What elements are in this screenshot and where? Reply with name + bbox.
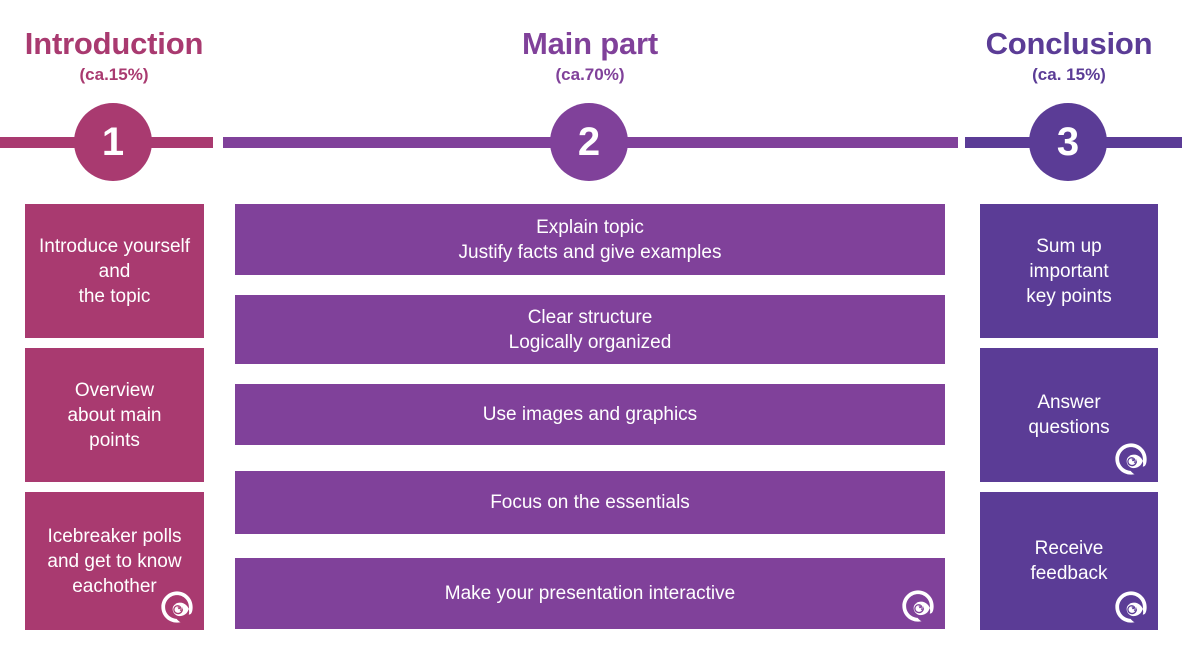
main-card-text: Clear structure Logically organized xyxy=(508,306,672,353)
step-circle-2: 2 xyxy=(550,103,628,181)
main-card-text: Focus on the essentials xyxy=(490,492,690,513)
conclusion-card: Answer questions xyxy=(980,348,1158,482)
intro-card-text: Overview about main points xyxy=(67,379,162,451)
spiral-logo-icon xyxy=(901,589,935,623)
conclusion-card-text: Receive feedback xyxy=(1030,538,1108,584)
column-title-conclusion: Conclusion xyxy=(985,26,1153,61)
step-number-3: 3 xyxy=(1056,120,1080,164)
main-card-text: Make your presentation interactive xyxy=(444,583,736,604)
step-circle-3: 3 xyxy=(1029,103,1107,181)
step-circle-1: 1 xyxy=(74,103,152,181)
main-card-text: Explain topic Justify facts and give exa… xyxy=(458,216,722,263)
conclusion-card-text: Sum up important key points xyxy=(1026,235,1112,307)
conclusion-card: Receive feedback xyxy=(980,492,1158,630)
column-title-introduction: Introduction xyxy=(24,26,204,61)
column-subtitle-introduction: (ca.15%) xyxy=(79,65,149,84)
main-card-text: Use images and graphics xyxy=(482,404,698,425)
conclusion-card-text: Answer questions xyxy=(1028,392,1110,438)
column-subtitle-conclusion: (ca. 15%) xyxy=(1032,65,1106,84)
main-card: Use images and graphics xyxy=(235,384,945,445)
spiral-logo-icon xyxy=(1114,590,1148,624)
intro-card: Overview about main points xyxy=(25,348,204,482)
spiral-logo-icon xyxy=(1114,442,1148,476)
intro-card-text: Introduce yourself and the topic xyxy=(38,235,191,307)
main-card: Make your presentation interactive xyxy=(235,558,945,629)
step-number-2: 2 xyxy=(577,120,601,164)
intro-card: Icebreaker polls and get to know eachoth… xyxy=(25,492,204,630)
column-header-conclusion: Conclusion (ca. 15%) xyxy=(955,26,1182,86)
step-number-1: 1 xyxy=(101,120,125,164)
intro-card-text: Icebreaker polls and get to know eachoth… xyxy=(47,525,182,597)
main-card: Clear structure Logically organized xyxy=(235,295,945,364)
main-card: Focus on the essentials xyxy=(235,471,945,534)
column-subtitle-main-part: (ca.70%) xyxy=(555,65,625,84)
column-header-main-part: Main part (ca.70%) xyxy=(420,26,760,86)
column-header-introduction: Introduction (ca.15%) xyxy=(0,26,228,86)
column-title-main-part: Main part xyxy=(522,26,658,61)
main-card: Explain topic Justify facts and give exa… xyxy=(235,204,945,275)
intro-card: Introduce yourself and the topic xyxy=(25,204,204,338)
conclusion-card: Sum up important key points xyxy=(980,204,1158,338)
